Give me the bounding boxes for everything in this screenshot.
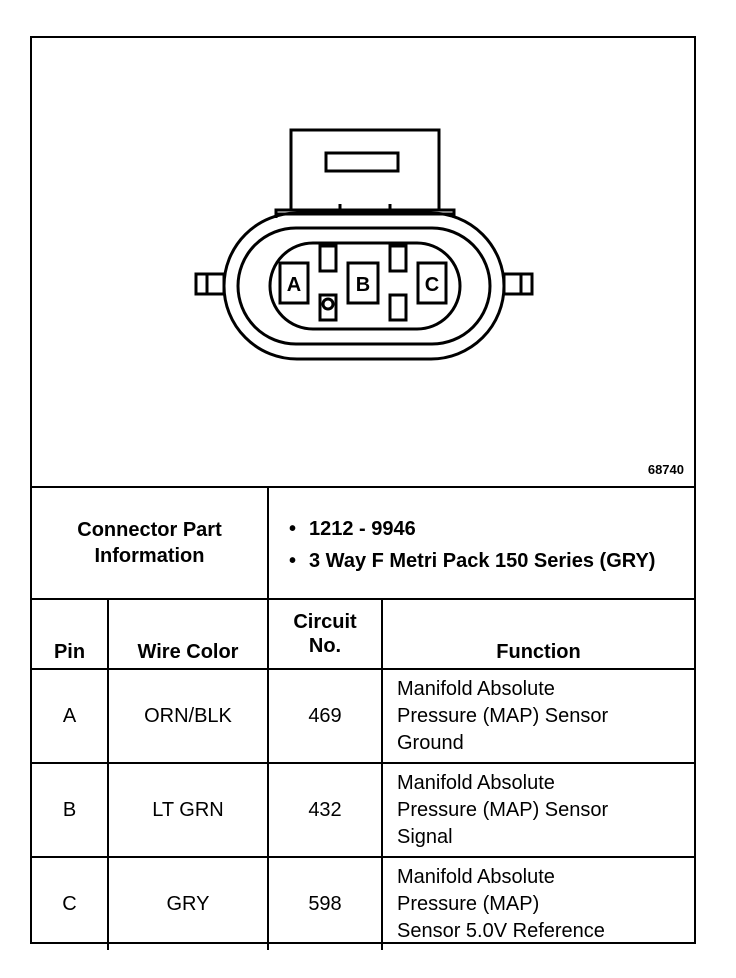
latch-slot xyxy=(324,151,400,173)
row-a-function-line1: Manifold Absolute xyxy=(397,677,555,700)
header-row: Pin Wire Color Circuit No. Function xyxy=(32,598,695,670)
connector-info-table: Connector Part Information 1212 - 9946 3… xyxy=(32,488,695,950)
pin-label-a: A xyxy=(287,274,301,296)
row-a-function-line2: Pressure (MAP) Sensor xyxy=(397,704,609,727)
part-info-label-line1: Connector Part xyxy=(77,519,222,541)
table-row: C GRY 598 Manifold Absolute Pressure (MA… xyxy=(32,856,695,950)
connector-diagram-area: A B C 68740 xyxy=(32,38,694,488)
part-number: 1212 - 9946 xyxy=(289,516,694,542)
header-circuit-line2: No. xyxy=(308,635,342,657)
side-ear-left xyxy=(194,272,226,296)
row-a-circuit: 469 xyxy=(267,668,383,764)
part-info-values: 1212 - 9946 3 Way F Metri Pack 150 Serie… xyxy=(266,488,695,600)
latch-housing xyxy=(289,128,441,212)
header-function: Function xyxy=(380,598,695,670)
row-c-pin: C xyxy=(32,856,109,950)
row-b-function-line2: Pressure (MAP) Sensor xyxy=(397,798,609,821)
figure-number: 68740 xyxy=(647,462,684,477)
header-circuit: Circuit No. xyxy=(267,598,383,670)
part-info-row: Connector Part Information 1212 - 9946 3… xyxy=(32,488,695,600)
connector-face xyxy=(268,241,462,331)
row-a-wire-color: ORN/BLK xyxy=(107,668,269,764)
row-c-wire-color: GRY xyxy=(107,856,269,950)
key-bottom-right xyxy=(388,293,408,322)
pin-label-b: B xyxy=(356,274,370,296)
row-c-function-line2: Pressure (MAP) xyxy=(397,892,540,915)
pin-label-c: C xyxy=(425,274,439,296)
row-a-function-line3: Ground xyxy=(397,731,464,754)
part-info-list: 1212 - 9946 3 Way F Metri Pack 150 Serie… xyxy=(269,506,694,574)
part-info-label: Connector Part Information xyxy=(32,488,269,600)
row-b-function-line1: Manifold Absolute xyxy=(397,771,555,794)
row-c-function-line3: Sensor 5.0V Reference xyxy=(397,919,605,942)
pin-c-cavity xyxy=(416,261,448,305)
row-b-pin: B xyxy=(32,762,109,858)
row-b-wire-color: LT GRN xyxy=(107,762,269,858)
pin-b-cavity xyxy=(346,261,380,305)
row-c-function: Manifold Absolute Pressure (MAP) Sensor … xyxy=(380,856,695,950)
row-b-function-line3: Signal xyxy=(397,825,453,848)
table-row: A ORN/BLK 469 Manifold Absolute Pressure… xyxy=(32,668,695,764)
connector-body-inner xyxy=(236,226,492,346)
key-hole xyxy=(321,297,335,311)
part-info-label-line2: Information xyxy=(94,545,205,567)
row-c-function-line1: Manifold Absolute xyxy=(397,865,555,888)
header-wire-color: Wire Color xyxy=(107,598,269,670)
diagram-frame: A B C 68740 Connector Part Information 1… xyxy=(30,36,696,950)
pin-a-cavity xyxy=(278,261,310,305)
key-top-left xyxy=(318,244,338,273)
key-top-right xyxy=(388,244,408,273)
row-a-pin: A xyxy=(32,668,109,764)
side-ear-right xyxy=(502,272,534,296)
table-row: B LT GRN 432 Manifold Absolute Pressure … xyxy=(32,762,695,858)
row-b-circuit: 432 xyxy=(267,762,383,858)
part-description: 3 Way F Metri Pack 150 Series (GRY) xyxy=(289,548,694,574)
key-bottom-left xyxy=(318,293,338,322)
header-circuit-line1: Circuit xyxy=(293,611,357,633)
header-pin: Pin xyxy=(32,598,109,670)
row-b-function: Manifold Absolute Pressure (MAP) Sensor … xyxy=(380,762,695,858)
row-a-function: Manifold Absolute Pressure (MAP) Sensor … xyxy=(380,668,695,764)
row-c-circuit: 598 xyxy=(267,856,383,950)
connector-drawing: A B C xyxy=(194,128,534,361)
